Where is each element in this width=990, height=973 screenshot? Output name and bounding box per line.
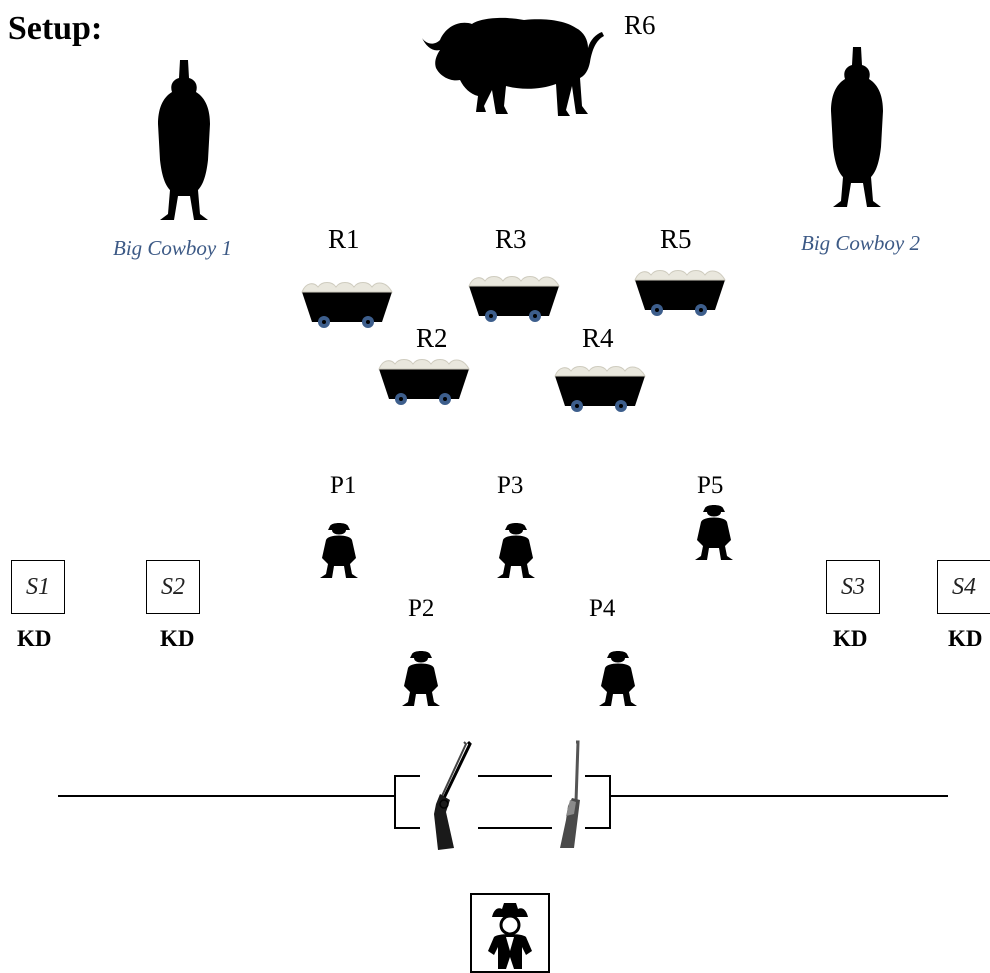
big-cowboy-2-silhouette-icon [831, 47, 883, 207]
crouching-cowboy-p1-icon [320, 523, 358, 578]
crouching-cowboy-p4-icon [599, 651, 637, 706]
rifle-target-label-r6: R6 [624, 10, 656, 40]
buffalo-silhouette-icon [422, 17, 604, 117]
shotgun-target-label-s2: S2 [161, 573, 185, 600]
shotgun-icon [434, 740, 472, 850]
firing-line [58, 775, 948, 829]
pistol-target-label-p4: P4 [589, 595, 616, 622]
shotgun-target-label-s1: S1 [26, 573, 50, 600]
rifle-icon [560, 740, 580, 848]
wagon-r1-icon [301, 282, 393, 328]
wagon-r5-icon [634, 270, 726, 316]
crouching-cowboy-p3-icon [497, 523, 535, 578]
rifle-target-label-r1: R1 [328, 224, 360, 254]
big-cowboy-2-label: Big Cowboy 2 [801, 231, 920, 255]
shotgun-target-s1: S1 [11, 560, 65, 614]
shotgun-target-s3: S3 [826, 560, 880, 614]
stage-setup-title: t Setup: [0, 10, 103, 47]
knockdown-label-s2: KD [160, 626, 195, 651]
pistol-target-label-p2: P2 [408, 595, 435, 622]
shotgun-target-label-s3: S3 [841, 573, 865, 600]
crouching-cowboy-p5-icon [695, 505, 733, 560]
knockdown-label-s4: KD [948, 626, 983, 651]
shooter-start-box [470, 893, 550, 973]
rifle-target-label-r4: R4 [582, 323, 614, 353]
pistol-target-label-p5: P5 [697, 472, 724, 499]
wagon-r4-icon [554, 366, 646, 412]
knockdown-label-s1: KD [17, 626, 52, 651]
wagon-r3-icon [468, 276, 560, 322]
big-cowboy-1-silhouette-icon [158, 60, 210, 220]
shotgun-target-s4: S4 [937, 560, 990, 614]
rifle-target-label-r5: R5 [660, 224, 692, 254]
knockdown-label-s3: KD [833, 626, 868, 651]
pistol-target-label-p1: P1 [330, 472, 357, 499]
shotgun-target-label-s4: S4 [952, 573, 976, 600]
crouching-cowboy-p2-icon [402, 651, 440, 706]
big-cowboy-1-label: Big Cowboy 1 [113, 236, 232, 260]
rifle-target-label-r3: R3 [495, 224, 527, 254]
rifle-target-label-r2: R2 [416, 323, 448, 353]
shooter-cowboy-icon [488, 903, 532, 969]
wagon-r2-icon [378, 359, 470, 405]
shotgun-target-s2: S2 [146, 560, 200, 614]
pistol-target-label-p3: P3 [497, 472, 524, 499]
